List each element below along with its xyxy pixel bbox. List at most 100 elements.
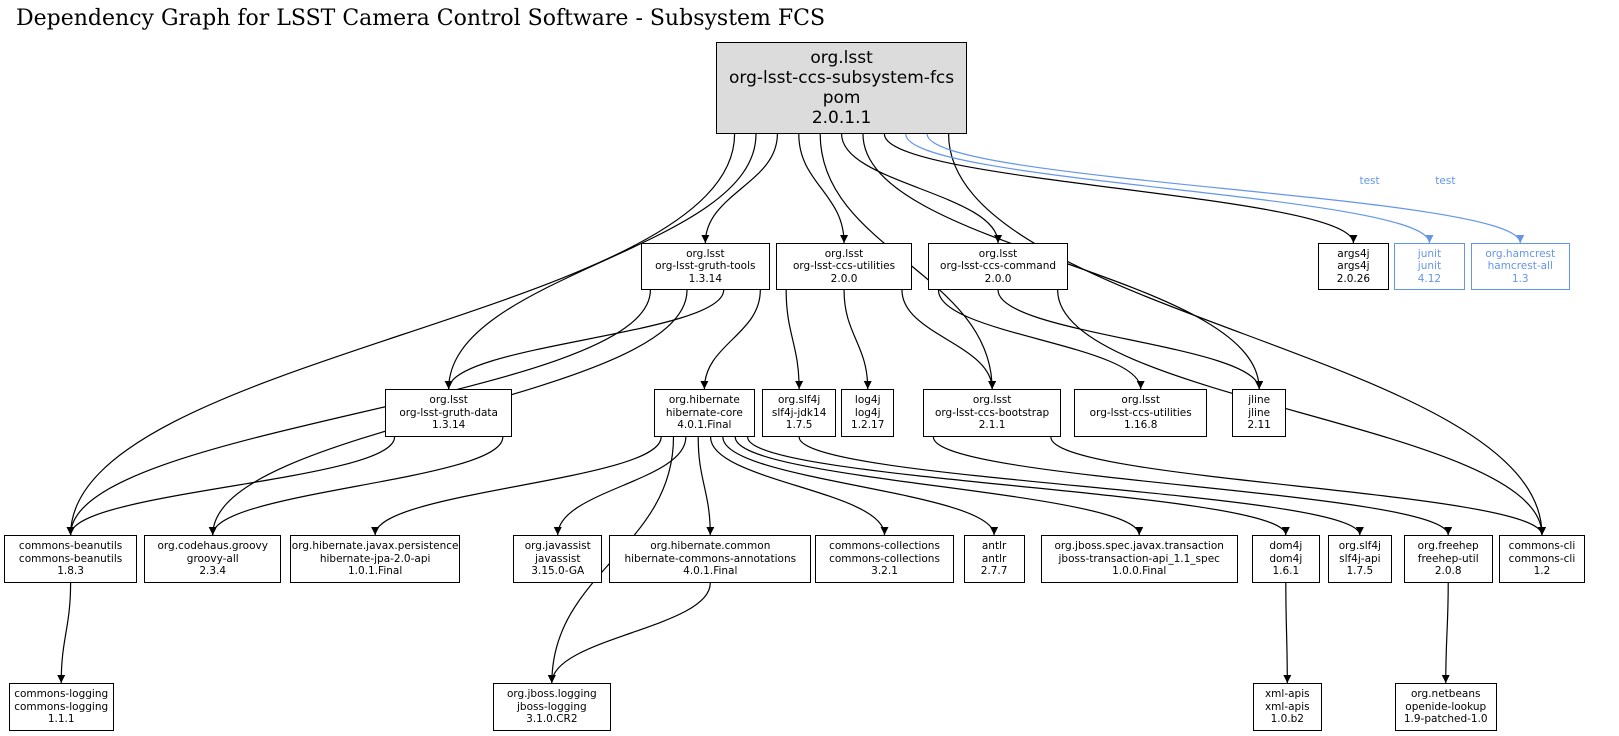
node-version: 1.16.8 (1123, 419, 1158, 432)
node-group: org.freehep (1417, 540, 1479, 553)
edge-ccs-utilities-to-log4j (843, 289, 872, 390)
node-group: dom4j (1269, 540, 1303, 553)
node-artifact: openide-lookup (1405, 700, 1487, 713)
node-artifact: jline (1248, 406, 1271, 419)
node-artifact: javassist (535, 552, 581, 565)
node-group: junit (1417, 247, 1442, 260)
node-version: 1.9-patched-1.0 (1403, 713, 1488, 726)
node-version: 1.6.1 (1272, 565, 1300, 578)
edge-gruth-data-to-groovy-all (208, 436, 504, 536)
node-version: 1.0.0.Final (1112, 565, 1167, 578)
edge-label-hamcrest: test (1435, 175, 1456, 187)
node-version: 1.0.b2 (1270, 713, 1304, 726)
node-group: antlr (981, 540, 1007, 553)
node-group: commons-logging (14, 688, 109, 701)
node-version: 1.1.1 (47, 713, 75, 726)
node-group: org.netbeans (1411, 688, 1481, 701)
node-artifact: org-lsst-ccs-utilities (1089, 406, 1192, 419)
node-group: org.hibernate.common (650, 540, 771, 553)
edge-dom4j-to-xml-apis (1283, 582, 1292, 684)
edge-hibernate-core-to-hibernate-commons-annotations (697, 436, 715, 536)
edge-ccs-bootstrap-to-commons-cli (1050, 436, 1546, 536)
edge-gruth-tools-to-hibernate-core (700, 289, 761, 390)
edge-ccs-utilities-to-slf4j-jdk14 (785, 289, 804, 390)
node-artifact: jboss-transaction-api_1.1_spec (1058, 552, 1220, 565)
node-group: org.jboss.spec.javax.transaction (1054, 540, 1224, 553)
node-version: 4.12 (1417, 272, 1442, 285)
node-artifact: antlr (981, 552, 1007, 565)
edge-root-to-commons-beanutils (66, 133, 736, 536)
node-version: 3.15.0-GA (531, 565, 585, 578)
node-group: org.codehaus.groovy (157, 540, 268, 553)
edge-hibernate-core-to-dom4j (746, 436, 1290, 536)
node-version: 2.1.1 (978, 419, 1006, 432)
node-packaging: pom (822, 88, 861, 108)
node-version: 4.0.1.Final (677, 419, 732, 432)
node-version: 2.3.4 (199, 565, 227, 578)
node-version: 3.1.0.CR2 (526, 713, 578, 726)
node-group: commons-cli (1508, 540, 1576, 553)
edge-ccs-command-to-commons-cli (1057, 289, 1546, 536)
edge-hibernate-core-to-commons-collections (709, 436, 889, 536)
node-version: 2.11 (1247, 419, 1271, 432)
edge-freehep-util-to-openide-lookup (1441, 582, 1450, 684)
node-artifact: groovy-all (186, 552, 239, 565)
edge-root-to-commons-cli (947, 133, 1546, 536)
node-artifact: hibernate-commons-annotations (624, 552, 797, 565)
node-group: org.slf4j (1338, 540, 1381, 553)
node-artifact: hibernate-core (665, 406, 743, 419)
edge-root-to-gruth-data (444, 133, 757, 390)
node-artifact: slf4j-jdk14 (771, 406, 827, 419)
node-group: org.jboss.logging (506, 688, 597, 701)
edge-gruth-tools-to-gruth-data (444, 289, 725, 390)
edge-ccs-utilities-to-ccs-bootstrap (901, 289, 997, 390)
node-group: log4j (854, 394, 881, 407)
edge-ccs-command-to-ccs-utilities-1168 (937, 289, 1145, 390)
node-group: commons-beanutils (18, 540, 123, 553)
node-artifact: org-lsst-ccs-bootstrap (935, 406, 1050, 419)
node-group: args4j (1337, 247, 1370, 260)
node-artifact: junit (1417, 260, 1442, 273)
node-version: 1.2.17 (851, 419, 885, 432)
edge-root-to-ccs-command (840, 133, 1003, 244)
edge-hibernate-core-to-javassist (553, 436, 687, 536)
node-group: org.lsst (686, 247, 725, 260)
node-version: 2.0.8 (1434, 565, 1462, 578)
edge-root-to-gruth-tools (701, 133, 778, 244)
node-group: org.slf4j (778, 394, 821, 407)
edge-root-to-args4j (883, 133, 1358, 244)
node-group: org.javassist (524, 540, 591, 553)
node-group: org.lsst (824, 247, 864, 260)
edge-hibernate-commons-annotations-to-jboss-logging (547, 582, 711, 684)
